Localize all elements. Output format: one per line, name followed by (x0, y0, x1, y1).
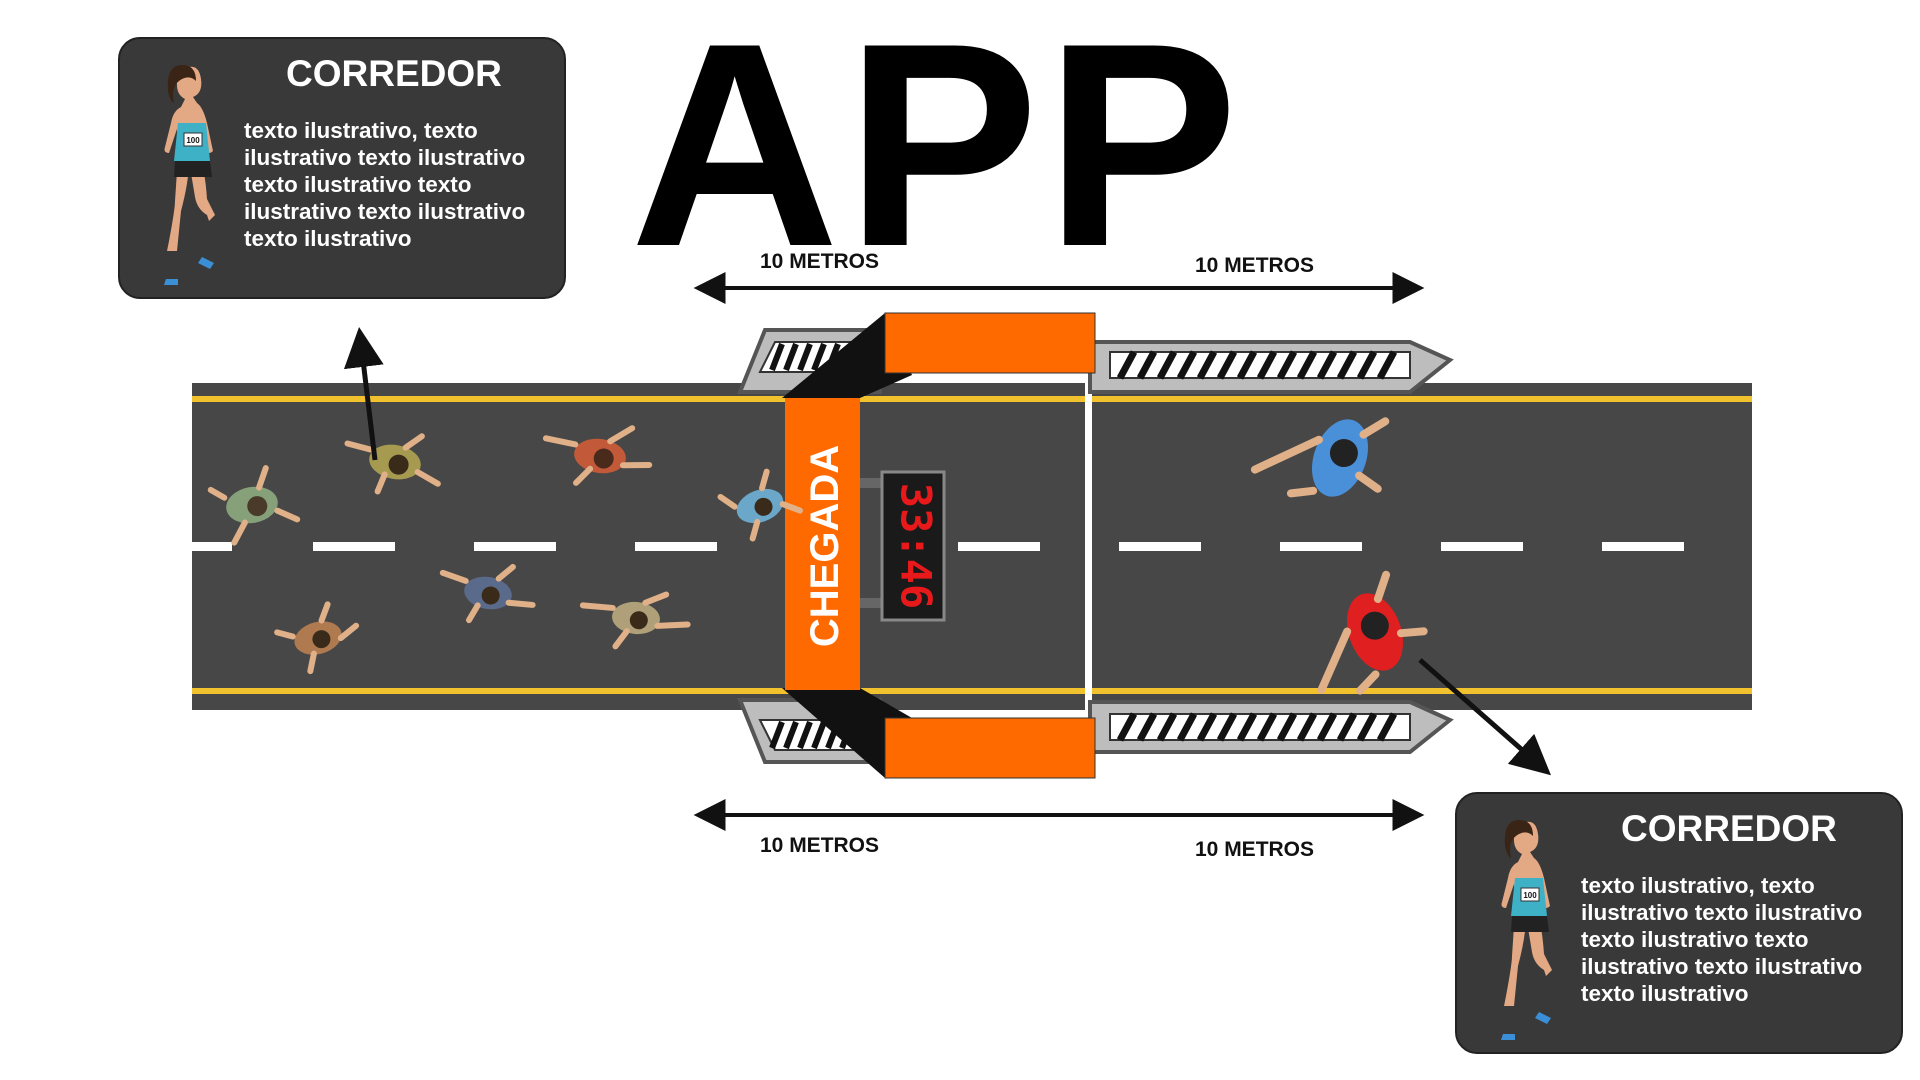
runner (207, 465, 301, 546)
runner (274, 601, 360, 675)
runner-card-top-left: 100 CORREDOR texto ilustrativo, texto il… (118, 37, 566, 299)
runners-group (207, 417, 1428, 695)
runner-red (1317, 570, 1428, 695)
barrier-bottom-right (1088, 700, 1454, 754)
pointer-arrow-bottom-right (1418, 658, 1552, 776)
barrier-top-right (1088, 340, 1454, 394)
card-title: CORREDOR (286, 53, 502, 94)
page-title: APP (630, 0, 1245, 307)
runner-card-bottom-right: 100 CORREDOR texto ilustrativo, texto il… (1455, 792, 1903, 1054)
arch-label: CHEGADA (803, 445, 847, 647)
finish-arch: CHEGADA (782, 312, 1096, 779)
runner (579, 591, 691, 650)
road-edge-line-top (192, 396, 1752, 402)
measure-label-top-left: 10 METROS (760, 250, 880, 273)
finish-line (1085, 383, 1092, 710)
race-clock: 33:46 (860, 470, 946, 622)
road-edge-line-bottom (192, 688, 1752, 694)
runner-figure-icon: 100 (1501, 820, 1552, 1040)
bib-number: 100 (186, 136, 200, 145)
runner-blue (1250, 417, 1390, 498)
card-body-text: texto ilustrativo, texto ilustrativo tex… (244, 118, 526, 251)
runner (439, 563, 536, 624)
bib-number: 100 (1523, 891, 1537, 900)
runner (344, 433, 441, 495)
pointer-arrow-top-left (343, 327, 384, 461)
runner-figure-icon: 100 (164, 65, 215, 285)
clock-display: 33:46 (892, 483, 941, 609)
card-title: CORREDOR (1621, 808, 1837, 849)
card-body-text: texto ilustrativo, texto ilustrativo tex… (1581, 873, 1863, 1006)
lane-center-dashes (192, 542, 1684, 551)
measure-label-top-right: 10 METROS (1195, 254, 1315, 277)
runner (542, 425, 653, 486)
measure-label-bottom-right: 10 METROS (1195, 838, 1315, 861)
measure-label-bottom-left: 10 METROS (760, 834, 880, 857)
runner (717, 468, 803, 542)
road (192, 383, 1752, 710)
